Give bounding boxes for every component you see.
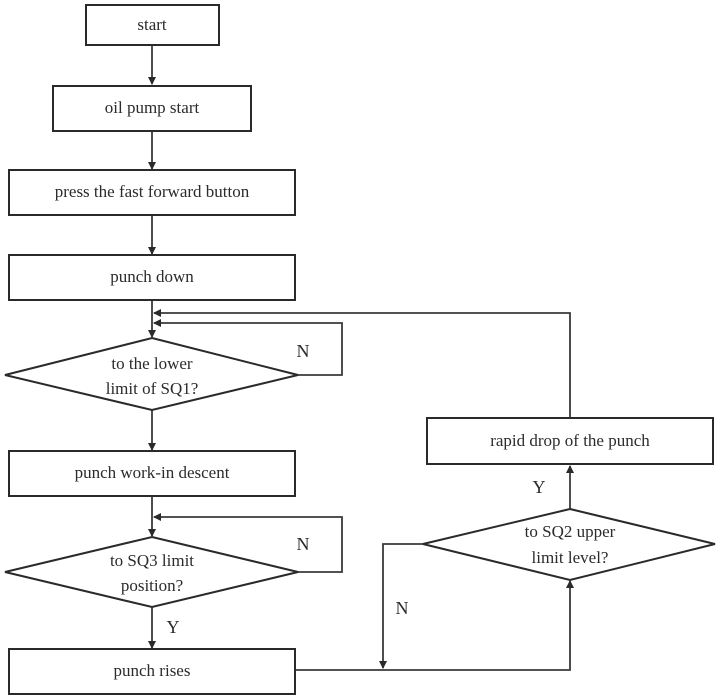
process-box (426, 417, 714, 465)
node-rapid-drop: rapid drop of the punch (426, 417, 714, 465)
node-sq1-check: to the lower limit of SQ1? (4, 336, 299, 412)
node-label-line-2: limit level? (532, 548, 609, 567)
arrow-sq3-no-loop (153, 513, 343, 573)
node-label: press the fast forward button (55, 182, 250, 201)
decision-diamond (4, 336, 299, 412)
node-label: punch work-in descent (75, 463, 230, 482)
node-label-line-1: to the lower (111, 354, 193, 373)
node-punch-rises: punch rises (8, 648, 296, 695)
node-label: oil pump start (105, 98, 200, 117)
node-label: punch down (110, 267, 194, 286)
arrow-punch-rises-to-sq2 (295, 580, 574, 671)
node-work-in-descent: punch work-in descent (8, 450, 296, 497)
node-label: punch rises (114, 661, 191, 680)
node-label-line-1: to SQ3 limit (110, 551, 194, 570)
edge-label-sq2-yes: Y (533, 477, 546, 497)
process-box (8, 648, 296, 695)
process-box (8, 450, 296, 497)
node-label: rapid drop of the punch (490, 431, 650, 450)
process-box (52, 85, 252, 132)
node-oil-pump-start: oil pump start (52, 85, 252, 132)
node-press-fast-forward: press the fast forward button (8, 169, 296, 216)
node-sq2-check: to SQ2 upper limit level? (422, 507, 716, 582)
node-label-line-2: limit of SQ1? (106, 379, 199, 398)
decision-diamond (422, 507, 716, 582)
arrow-sq1-no-loop (153, 319, 343, 376)
edge-label-sq2-no: N (396, 598, 409, 618)
node-sq3-check: to SQ3 limit position? (4, 535, 299, 609)
process-box (85, 4, 220, 46)
edge-label-sq3-yes: Y (167, 617, 180, 637)
arrow-rapid-drop-to-sq1 (153, 309, 571, 418)
connectors (148, 45, 574, 671)
edge-label-sq3-no: N (297, 534, 310, 554)
process-box (8, 169, 296, 216)
edge-label-sq1-no: N (297, 341, 310, 361)
arrow-sq2-no (379, 543, 423, 669)
node-label: start (137, 15, 167, 34)
node-label-line-2: position? (121, 576, 183, 595)
node-start: start (85, 4, 220, 46)
node-punch-down: punch down (8, 254, 296, 301)
decision-diamond (4, 535, 299, 609)
node-label-line-1: to SQ2 upper (525, 522, 616, 541)
process-box (8, 254, 296, 301)
